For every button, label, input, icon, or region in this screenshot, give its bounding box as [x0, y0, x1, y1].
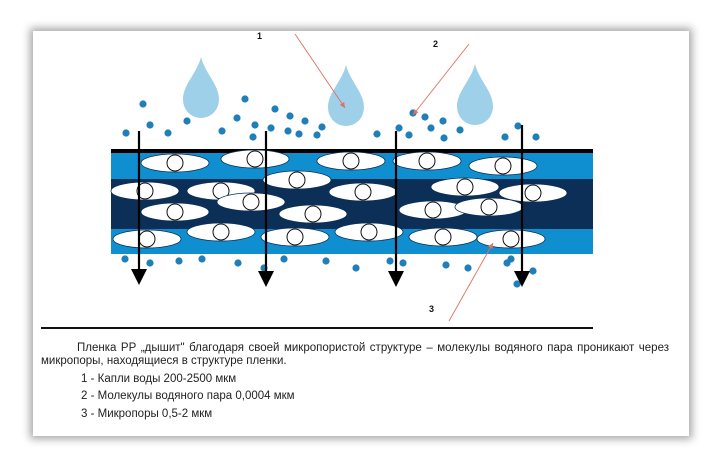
caption-text: Пленка РР „дышит" благодаря своей микроп… — [41, 342, 669, 367]
pointer-lines — [294, 33, 494, 322]
vapor-molecule — [513, 280, 521, 288]
vapor-molecule — [464, 264, 472, 272]
micropore-center — [480, 198, 498, 216]
vapor-molecule — [405, 131, 413, 139]
micropore-center — [166, 203, 184, 221]
micropore-center — [524, 184, 542, 202]
vapor-molecule — [352, 264, 360, 272]
vapor-molecule — [395, 124, 403, 132]
vapor-molecule — [139, 100, 147, 108]
marker-3: 3 — [429, 304, 435, 314]
vapor-molecule — [421, 113, 429, 121]
micropore-center — [286, 228, 304, 246]
pointer-2-head — [413, 109, 419, 115]
micropore-center — [136, 182, 154, 200]
micropore-center — [418, 152, 436, 170]
vapor-molecule — [241, 95, 249, 103]
vapor-molecule — [322, 257, 330, 265]
figure-sheet: 1 2 3 Пленка РР „дышит" благодаря своей … — [33, 31, 689, 436]
micropore-center — [242, 193, 260, 211]
vapor-molecule — [251, 121, 259, 129]
micropore-center — [288, 171, 306, 189]
micropore-center — [502, 230, 520, 248]
film-top-edge — [111, 149, 593, 153]
vapor-molecule — [318, 123, 326, 131]
legend-item-3: 3 - Микропоры 0,5-2 мкм — [81, 408, 213, 420]
pointer-3-head — [488, 243, 493, 249]
vapor-molecule — [267, 124, 275, 132]
vapor-molecules — [121, 95, 540, 288]
vapor-molecule — [164, 129, 172, 137]
vapor-molecule — [440, 134, 448, 142]
vapor-molecule — [175, 257, 183, 265]
vapor-molecule — [442, 261, 450, 269]
vapor-molecule — [373, 130, 381, 138]
flow-arrow-head — [514, 271, 530, 287]
micropore-center — [166, 154, 184, 172]
marker-1: 1 — [257, 31, 263, 41]
micropores — [110, 149, 568, 249]
flow-arrows — [131, 125, 530, 287]
flow-arrow-head — [388, 271, 404, 287]
vapor-molecule — [439, 117, 447, 125]
vapor-molecule — [146, 259, 154, 267]
vapor-molecule — [284, 127, 292, 135]
micropore-center — [354, 183, 372, 201]
pointer-1 — [294, 33, 346, 109]
micropore-center — [424, 201, 442, 219]
vapor-molecule — [249, 133, 257, 141]
vapor-molecule — [532, 133, 540, 141]
vapor-molecule — [399, 259, 407, 267]
vapor-molecule — [501, 133, 509, 141]
vapor-molecule — [427, 124, 435, 132]
vapor-molecule — [280, 255, 288, 263]
caption-paragraph: Пленка РР „дышит" благодаря своей микроп… — [41, 342, 669, 368]
vapor-molecule — [514, 122, 522, 130]
vapor-molecule — [122, 129, 130, 137]
micropore-center — [494, 157, 512, 175]
vapor-molecule — [234, 259, 242, 267]
vapor-molecule — [507, 255, 515, 263]
vapor-molecule — [146, 121, 154, 129]
micropore-center — [304, 205, 322, 223]
vapor-molecule — [386, 257, 394, 265]
micropore-center — [456, 178, 474, 196]
legend-item-2: 2 - Молекулы водяного пара 0,0004 мкм — [81, 390, 295, 402]
vapor-molecule — [121, 255, 129, 263]
vapor-molecule — [183, 117, 191, 125]
water-drop — [328, 65, 364, 126]
water-drops — [183, 57, 493, 126]
pointer-3 — [448, 242, 494, 322]
caption-rule — [41, 327, 593, 329]
vapor-molecule — [198, 255, 206, 263]
film-diagram — [110, 33, 593, 322]
vapor-molecule — [456, 126, 464, 134]
micropore-center — [342, 152, 360, 170]
vapor-molecule — [529, 267, 537, 275]
marker-2: 2 — [433, 39, 439, 49]
micropore-center — [246, 150, 264, 168]
vapor-molecule — [233, 114, 241, 122]
flow-arrow-head — [131, 269, 147, 285]
pointer-1-head — [339, 102, 345, 108]
pointer-2 — [412, 43, 470, 116]
micropore-center — [360, 223, 378, 241]
water-drop — [183, 57, 219, 118]
vapor-molecule — [301, 117, 309, 125]
vapor-molecule — [295, 130, 303, 138]
micropore-center — [212, 223, 230, 241]
vapor-molecule — [313, 131, 321, 139]
vapor-molecule — [218, 127, 226, 135]
flow-arrow-head — [258, 271, 274, 287]
micropore-center — [434, 228, 452, 246]
vapor-molecule — [271, 105, 279, 113]
vapor-molecule — [286, 112, 294, 120]
water-drop — [457, 64, 493, 125]
micropore-center — [138, 230, 156, 248]
legend-item-1: 1 - Капли воды 200-2500 мкм — [81, 373, 237, 385]
